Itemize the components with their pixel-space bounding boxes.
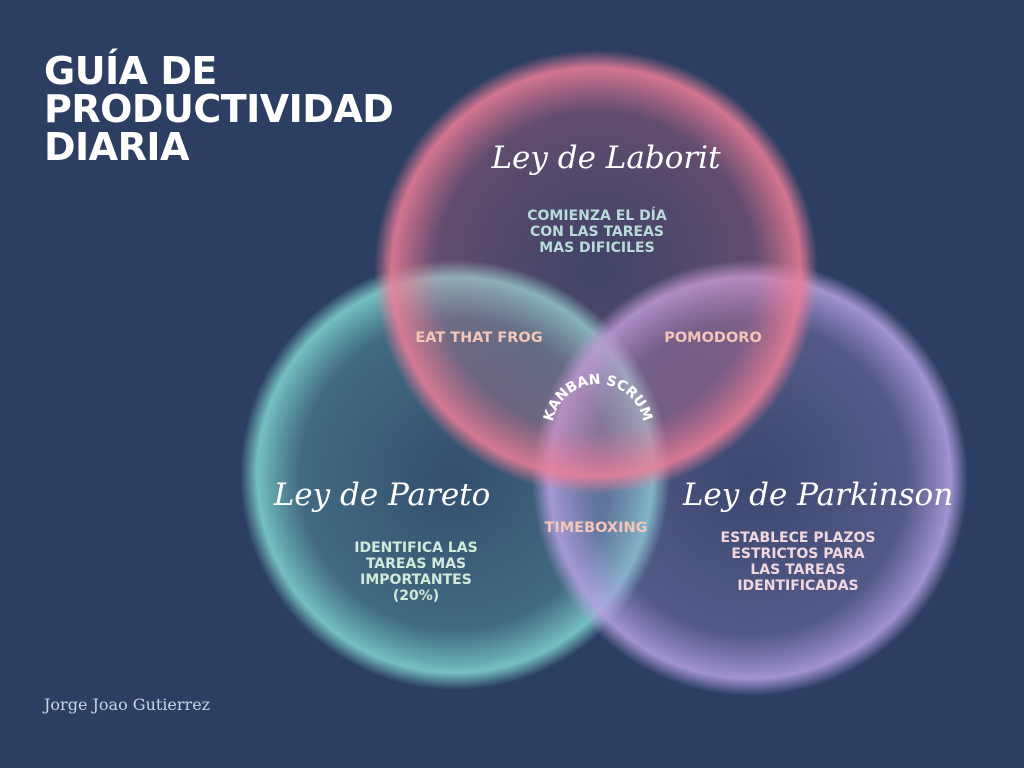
parkinson-description: ESTABLECE PLAZOS ESTRICTOS PARA LAS TARE…	[721, 530, 876, 594]
svg-text:COMIENZA EL DÍA: COMIENZA EL DÍA	[527, 207, 667, 224]
svg-text:TAREAS MAS: TAREAS MAS	[366, 556, 466, 572]
svg-text:IDENTIFICA LAS: IDENTIFICA LAS	[354, 540, 477, 556]
overlap-eat-that-frog: EAT THAT FROG	[415, 330, 542, 346]
laborit-circle	[374, 50, 818, 494]
law-laborit: Ley de Laborit	[490, 140, 721, 176]
title-line-3: DIARIA	[44, 125, 189, 169]
svg-text:ESTRICTOS PARA: ESTRICTOS PARA	[731, 546, 864, 562]
svg-text:IMPORTANTES: IMPORTANTES	[360, 572, 472, 588]
overlap-timeboxing: TIMEBOXING	[544, 520, 647, 536]
title-line-1: GUÍA DE	[44, 49, 217, 93]
page-title: GUÍA DE PRODUCTIVIDAD DIARIA	[44, 49, 394, 169]
pareto-description: IDENTIFICA LAS TAREAS MAS IMPORTANTES (2…	[354, 540, 477, 604]
svg-text:IDENTIFICADAS: IDENTIFICADAS	[737, 578, 858, 594]
overlap-pomodoro: POMODORO	[664, 330, 762, 346]
author-credit: Jorge Joao Gutierrez	[44, 695, 211, 714]
law-parkinson: Ley de Parkinson	[682, 477, 953, 513]
svg-text:LAS TAREAS: LAS TAREAS	[750, 562, 845, 578]
title-line-2: PRODUCTIVIDAD	[44, 87, 394, 131]
svg-text:ESTABLECE PLAZOS: ESTABLECE PLAZOS	[721, 530, 876, 546]
svg-text:MAS DIFICILES: MAS DIFICILES	[539, 240, 654, 256]
laborit-description: COMIENZA EL DÍA CON LAS TAREAS MAS DIFIC…	[527, 207, 667, 256]
law-pareto: Ley de Pareto	[273, 477, 491, 513]
svg-text:CON LAS TAREAS: CON LAS TAREAS	[530, 224, 664, 240]
svg-text:(20%): (20%)	[393, 588, 439, 604]
